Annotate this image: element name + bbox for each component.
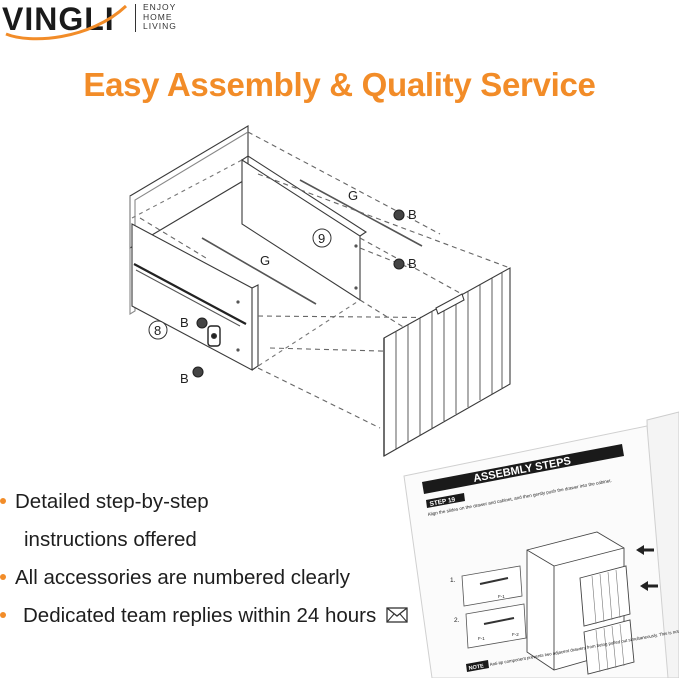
drawer-assembly-diagram: G G B B B B 9 8 [129,125,511,457]
manual-f1: F-1 [498,594,505,599]
manual-f1b: F-1 [478,636,485,641]
bullet-dot [0,497,6,504]
label-b: B [408,256,417,271]
brand-name: VINGLI [2,1,115,37]
label-b: B [408,207,417,222]
list-item: Dedicated team replies within 24 hours [0,604,408,628]
label-g-mid: G [260,253,270,268]
step-9-label: 9 [318,231,325,246]
bullet-text: Dedicated team replies within 24 hours [23,604,377,627]
tagline-line: ENJOY [143,2,177,12]
step-9-marker: 9 [312,228,332,248]
step-8-label: 8 [154,323,161,338]
manual-sub-2: 2. [454,617,460,624]
tagline-line: HOME [143,11,173,22]
manual-step: STEP 19 [429,496,456,508]
label-b: B [180,315,189,330]
manual-note-label: NOTE [468,663,484,672]
bullet-dot [0,611,6,618]
logo-divider [135,4,136,32]
logo-swoosh-icon [5,4,128,41]
manual-f2: F-2 [512,632,519,637]
bullet-dot [0,573,6,580]
list-item-continuation: instructions offered [24,528,197,552]
left-side-panel [129,125,249,249]
bullet-text: All accessories are numbered clearly [15,566,350,589]
manual-sub-1: 1. [450,577,456,584]
brand-tagline: ENJOY HOME LIVING [143,2,177,32]
bullet-text: instructions offered [24,528,197,551]
label-b: B [180,371,189,386]
drawer-left-side [131,223,253,371]
step-8-marker: 8 [148,320,168,340]
bullet-text: Detailed step-by-step [15,490,209,513]
page-title: Easy Assembly & Quality Service [83,66,596,103]
list-item: All accessories are numbered clearly [0,566,350,590]
label-g-top: G [348,188,358,203]
brand-logo: VINGLI ENJOY HOME LIVING [0,0,200,41]
list-item: Detailed step-by-step [0,490,209,514]
tagline-line: LIVING [143,21,177,31]
mail-icon [386,606,408,623]
assembly-manual-image: ASSEBMLY STEPS STEP 19 Align the slides … [403,411,679,678]
